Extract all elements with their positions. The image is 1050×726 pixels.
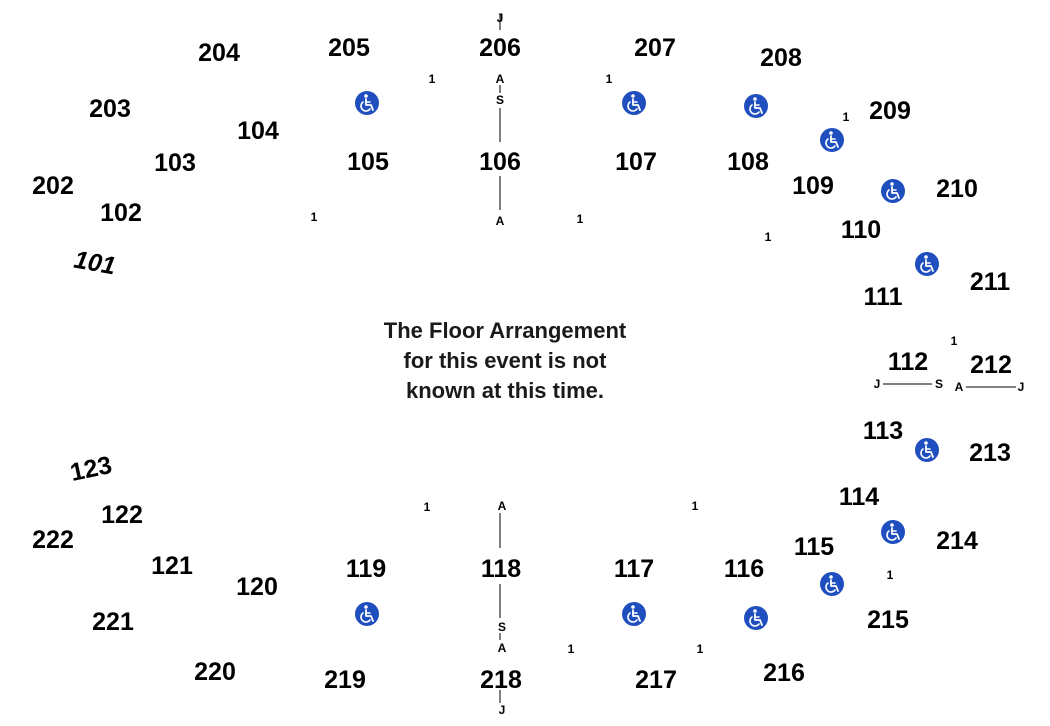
section-label[interactable]: 119 (346, 555, 386, 583)
section-label[interactable]: 212 (970, 351, 1012, 379)
section-label[interactable]: 205 (328, 34, 370, 62)
aisle-letter: A (496, 72, 505, 86)
section-label[interactable]: 220 (194, 658, 236, 686)
section-label[interactable]: 120 (236, 573, 278, 601)
wheelchair-accessible-icon (820, 128, 844, 152)
section-label[interactable]: 114 (839, 483, 879, 511)
section-label[interactable]: 211 (970, 268, 1010, 296)
section-label[interactable]: 108 (727, 148, 769, 176)
floor-arrangement-notice: The Floor Arrangement for this event is … (330, 316, 680, 406)
section-label[interactable]: 105 (347, 148, 389, 176)
wheelchair-accessible-icon (820, 572, 844, 596)
aisle-letter: A (498, 499, 507, 513)
section-label[interactable]: 116 (724, 555, 764, 583)
aisle-letter: A (955, 380, 964, 394)
section-label[interactable]: 214 (936, 527, 978, 555)
section-label[interactable]: 101 (72, 246, 118, 281)
section-label[interactable]: 213 (969, 439, 1011, 467)
row-marker: 1 (765, 230, 772, 244)
row-marker: 1 (951, 334, 958, 348)
section-label[interactable]: 109 (792, 172, 834, 200)
section-label[interactable]: 202 (32, 172, 74, 200)
wheelchair-accessible-icon (622, 91, 646, 115)
section-label[interactable]: 118 (481, 555, 521, 583)
row-marker: 1 (843, 110, 850, 124)
section-label[interactable]: 102 (100, 199, 142, 227)
row-marker: 1 (577, 212, 584, 226)
wheelchair-accessible-icon (622, 602, 646, 626)
section-label[interactable]: 215 (867, 606, 909, 634)
notice-line: known at this time. (405, 378, 605, 403)
notice-line: for this event is not (403, 348, 607, 373)
section-label[interactable]: 111 (864, 283, 903, 311)
section-label[interactable]: 206 (479, 34, 521, 62)
wheelchair-accessible-icon (881, 520, 905, 544)
row-marker: 1 (606, 72, 613, 86)
accessible-icons-group (355, 91, 939, 630)
section-label[interactable]: 122 (101, 501, 143, 529)
section-label[interactable]: 203 (89, 95, 131, 123)
section-label[interactable]: 210 (936, 175, 978, 203)
section-label[interactable]: 219 (324, 666, 366, 694)
section-label[interactable]: 222 (32, 526, 74, 554)
section-label[interactable]: 110 (841, 216, 881, 244)
wheelchair-accessible-icon (881, 179, 905, 203)
section-label[interactable]: 207 (634, 34, 676, 62)
aisle-letter: S (496, 93, 504, 107)
aisle-letter: J (499, 703, 506, 717)
row-marker: 1 (887, 568, 894, 582)
wheelchair-accessible-icon (915, 252, 939, 276)
section-label[interactable]: 221 (92, 608, 134, 636)
aisle-letter: A (498, 641, 507, 655)
section-label[interactable]: 121 (151, 552, 193, 580)
section-label[interactable]: 217 (635, 666, 677, 694)
section-label[interactable]: 208 (760, 44, 802, 72)
section-label[interactable]: 106 (479, 148, 521, 176)
aisle-letter: S (935, 377, 943, 391)
row-marker: 1 (429, 72, 436, 86)
wheelchair-accessible-icon (355, 602, 379, 626)
wheelchair-accessible-icon (744, 606, 768, 630)
section-label[interactable]: 216 (763, 659, 805, 687)
section-label[interactable]: 104 (237, 117, 279, 145)
wheelchair-accessible-icon (915, 438, 939, 462)
section-label[interactable]: 209 (869, 97, 911, 125)
section-label[interactable]: 123 (68, 451, 115, 487)
section-label[interactable]: 112 (888, 348, 928, 376)
aisle-letter: J (1018, 380, 1025, 394)
row-marker: 1 (311, 210, 318, 224)
section-label[interactable]: 103 (154, 149, 196, 177)
section-label[interactable]: 117 (614, 555, 654, 583)
notice-line: The Floor Arrangement (383, 318, 627, 343)
aisle-letter: S (498, 620, 506, 634)
row-marker: 1 (692, 499, 699, 513)
aisle-letter: A (496, 214, 505, 228)
aisle-letter: J (874, 377, 881, 391)
row-marker: 1 (568, 642, 575, 656)
wheelchair-accessible-icon (355, 91, 379, 115)
section-label[interactable]: 218 (480, 666, 522, 694)
row-marker: 1 (697, 642, 704, 656)
aisle-letter: J (497, 11, 504, 25)
section-label[interactable]: 115 (794, 533, 834, 561)
wheelchair-accessible-icon (744, 94, 768, 118)
section-label[interactable]: 107 (615, 148, 657, 176)
row-marker: 1 (424, 500, 431, 514)
section-label[interactable]: 204 (198, 39, 240, 67)
section-label[interactable]: 113 (863, 417, 903, 445)
